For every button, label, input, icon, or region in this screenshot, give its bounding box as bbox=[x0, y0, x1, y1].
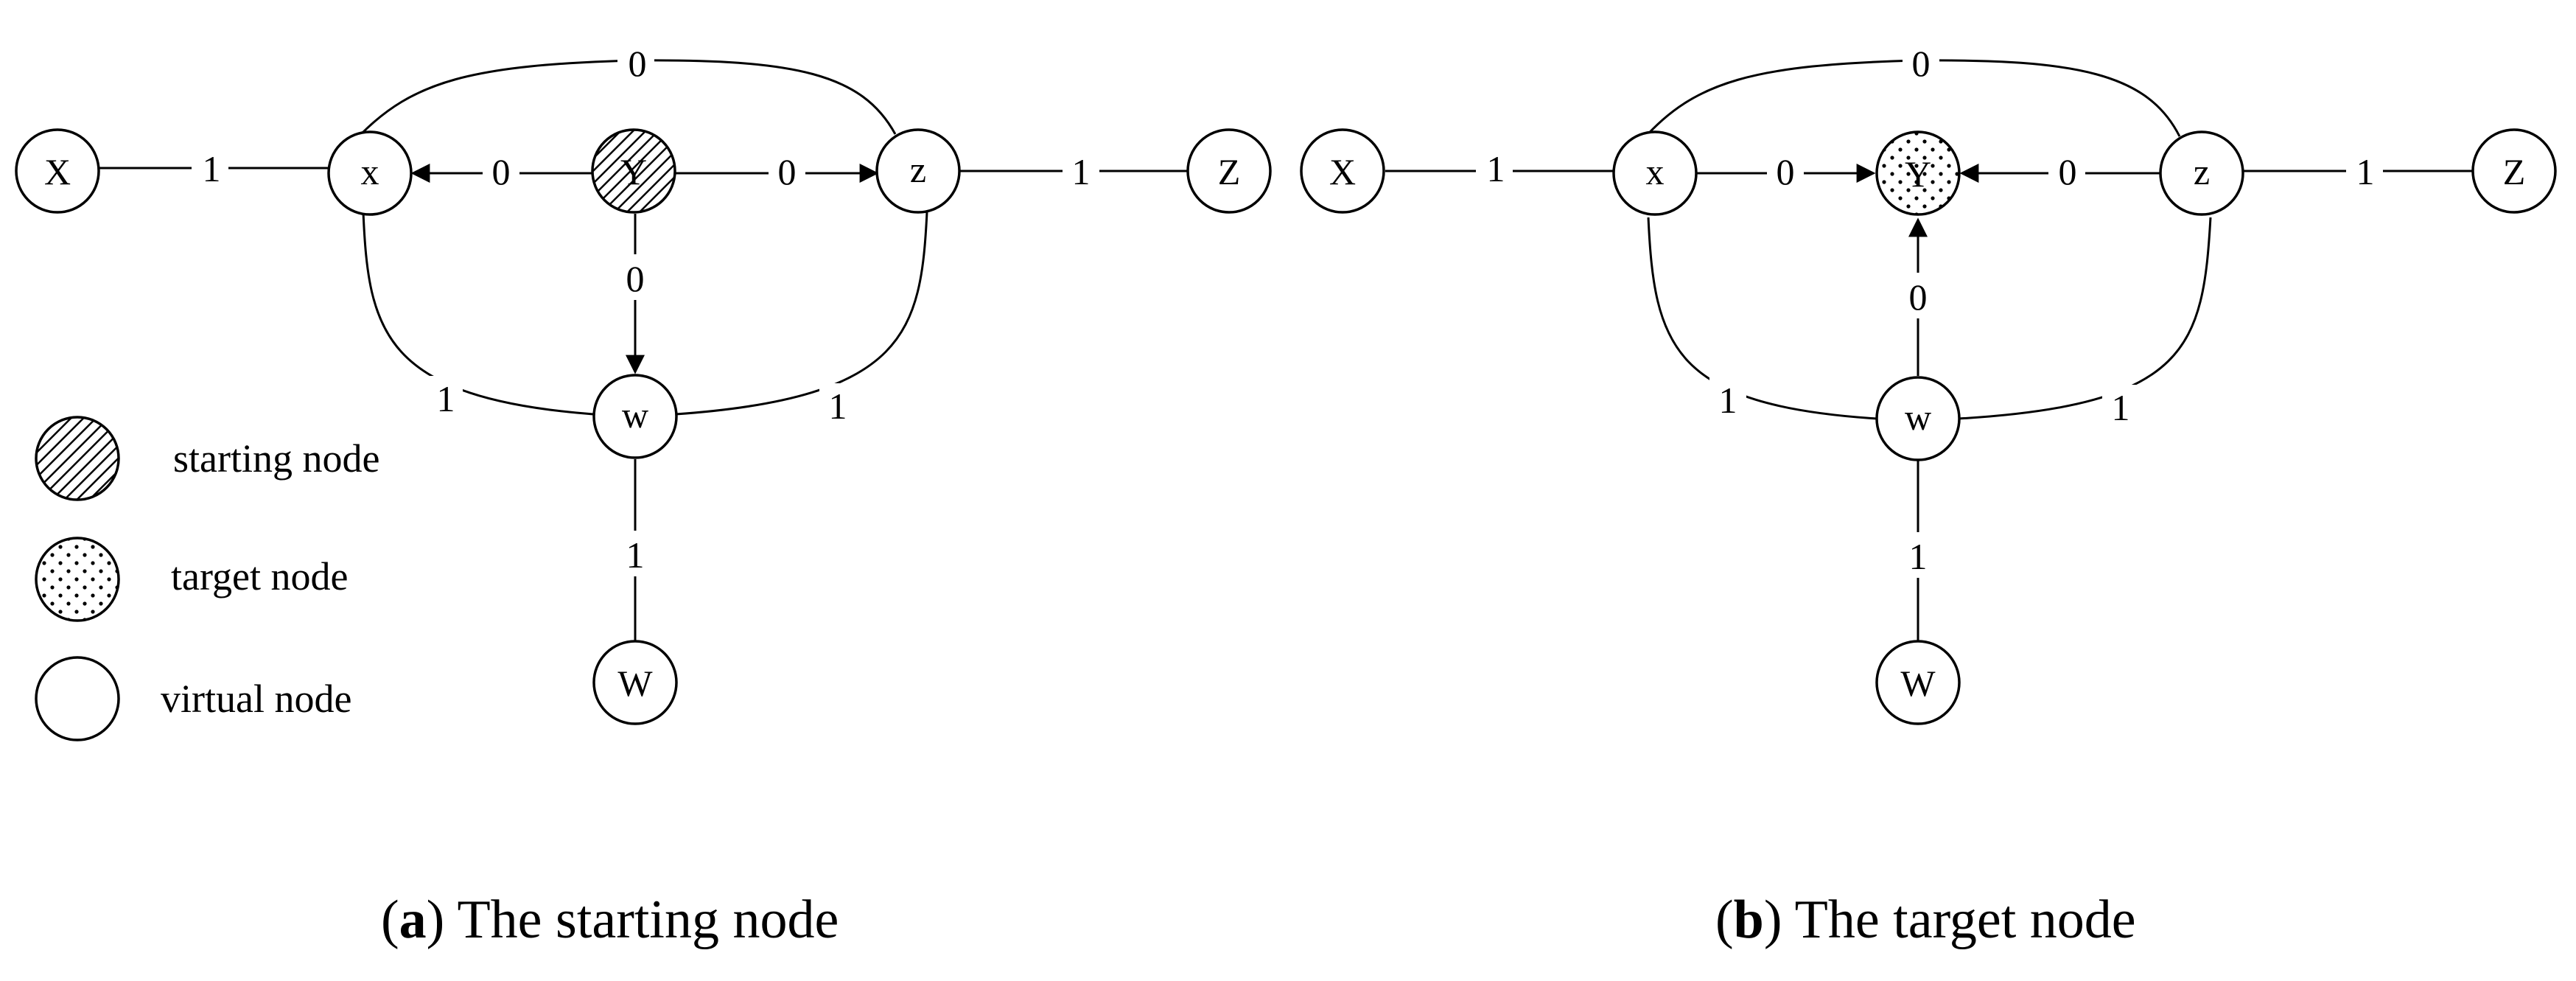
edge-label-a-Y-z: 0 bbox=[778, 151, 797, 192]
svg-text:X: X bbox=[1329, 151, 1356, 192]
svg-text:X: X bbox=[44, 151, 71, 192]
legend-starting-swatch bbox=[35, 416, 120, 501]
edge-b-left-curve bbox=[1647, 217, 1877, 420]
svg-text:z: z bbox=[2194, 151, 2210, 192]
caption-a-text: The starting node bbox=[444, 890, 839, 950]
node-a-z: z bbox=[875, 128, 961, 214]
svg-text:W: W bbox=[1900, 663, 1936, 704]
edge-label-b-Y-w: 0 bbox=[1909, 276, 1928, 318]
edge-labels-b: 1 0 0 1 0 0 1 1 1 bbox=[1476, 41, 2383, 578]
legend-virtual-label: virtual node bbox=[161, 677, 351, 721]
node-b-w: w bbox=[1875, 376, 1961, 461]
svg-text:Z: Z bbox=[1218, 151, 1241, 192]
node-a-X: X bbox=[15, 128, 100, 214]
legend-starting-label: starting node bbox=[173, 436, 379, 481]
edge-label-b-X-x: 1 bbox=[1487, 148, 1505, 189]
node-b-Y-target: Y bbox=[1875, 130, 1961, 216]
svg-text:z: z bbox=[910, 149, 926, 190]
node-a-Y-starting: Y bbox=[591, 128, 676, 214]
edge-label-a-x-Y: 0 bbox=[492, 151, 511, 192]
edge-label-a-X-x: 1 bbox=[203, 148, 221, 189]
edge-label-a-z-Z: 1 bbox=[1072, 151, 1091, 192]
edge-label-a-Y-w: 0 bbox=[626, 258, 645, 299]
caption-a: (a) The starting node bbox=[381, 890, 839, 950]
edge-label-b-z-w: 1 bbox=[2112, 387, 2130, 428]
edge-label-a-z-w: 1 bbox=[829, 385, 847, 427]
legend: starting node target node virtual node bbox=[35, 416, 379, 741]
legend-target-label: target node bbox=[171, 554, 348, 598]
edge-label-b-z-Z: 1 bbox=[2356, 151, 2375, 192]
edge-labels-a: 1 0 0 1 0 0 1 1 1 bbox=[192, 41, 1099, 576]
edge-label-b-x-Y: 0 bbox=[1777, 151, 1795, 192]
edge-label-b-w-W: 1 bbox=[1909, 536, 1928, 577]
caption-b: (b) The target node bbox=[1715, 890, 2136, 950]
svg-text:w: w bbox=[622, 394, 648, 436]
svg-text:Y: Y bbox=[620, 151, 647, 192]
node-b-z: z bbox=[2159, 130, 2244, 216]
edge-label-a-top: 0 bbox=[629, 43, 647, 84]
node-b-Z: Z bbox=[2471, 128, 2557, 214]
svg-text:x: x bbox=[361, 151, 379, 192]
edge-a-right-curve bbox=[675, 212, 928, 416]
edge-label-b-x-w: 1 bbox=[1719, 380, 1737, 421]
legend-virtual-swatch bbox=[35, 656, 120, 741]
node-b-x: x bbox=[1612, 130, 1698, 216]
node-a-W: W bbox=[592, 640, 678, 725]
edge-label-a-x-w: 1 bbox=[437, 378, 455, 419]
svg-text:w: w bbox=[1905, 397, 1931, 438]
node-b-X: X bbox=[1300, 128, 1385, 214]
edge-label-a-w-W: 1 bbox=[626, 534, 645, 576]
edge-label-b-Y-z: 0 bbox=[2059, 151, 2077, 192]
panel-b: 1 0 0 1 0 0 1 1 1 X x bbox=[1300, 41, 2557, 950]
svg-text:Y: Y bbox=[1905, 153, 1931, 195]
svg-text:Z: Z bbox=[2503, 151, 2526, 192]
caption-b-letter: b bbox=[1734, 890, 1764, 950]
node-a-Z: Z bbox=[1186, 128, 1272, 214]
panel-a: 1 0 0 1 0 0 1 1 1 X x bbox=[15, 41, 1272, 950]
caption-a-letter: a bbox=[399, 890, 427, 950]
edge-label-b-top: 0 bbox=[1912, 43, 1931, 84]
caption-b-text: The target node bbox=[1782, 890, 2135, 950]
node-a-x: x bbox=[327, 130, 413, 216]
legend-target-swatch bbox=[35, 537, 120, 622]
node-b-W: W bbox=[1875, 640, 1961, 725]
svg-text:x: x bbox=[1646, 151, 1665, 192]
svg-text:W: W bbox=[617, 663, 653, 704]
edge-b-right-curve bbox=[1958, 217, 2212, 420]
node-a-w: w bbox=[592, 374, 678, 459]
edge-a-left-curve bbox=[362, 212, 594, 416]
